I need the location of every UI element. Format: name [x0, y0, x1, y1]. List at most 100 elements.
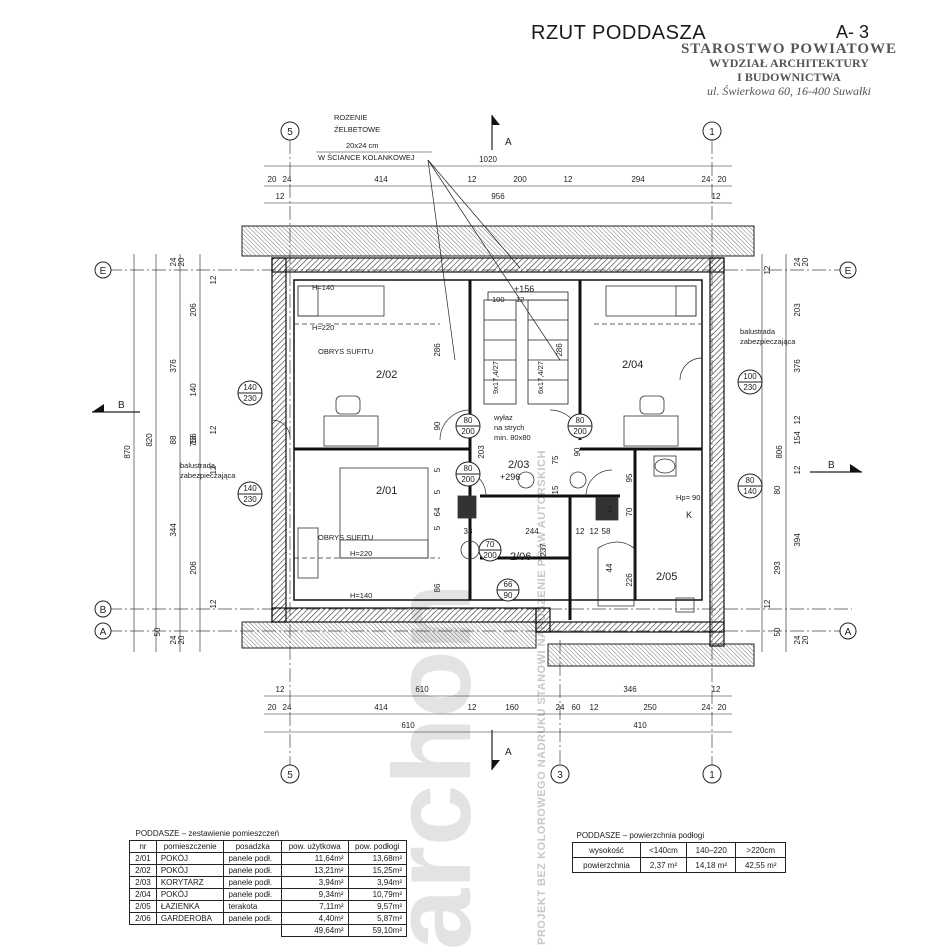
dim-right-5: 154 — [793, 431, 802, 445]
svg-text:80: 80 — [464, 464, 473, 473]
section-marker-b-left: B — [92, 400, 140, 413]
stair-cap: 100 — [492, 295, 505, 304]
sheet-number: A- 3 — [836, 22, 870, 42]
dim-inner-237: 237 — [539, 543, 548, 557]
dim-inner-12-b: 12 — [576, 527, 585, 536]
dim-left-small-3: 12 — [209, 465, 218, 474]
attic-exit-2: na strych — [494, 423, 524, 432]
room-label-2-04: 2/04 — [622, 359, 643, 371]
k-note: K — [686, 510, 692, 520]
roof-eave-top — [241, 225, 755, 257]
attic-exit-3: min. 80x80 — [494, 433, 531, 442]
roof-eave-bottom-left — [241, 621, 537, 649]
dim-bottom-11: 60 — [572, 703, 581, 712]
svg-text:B: B — [118, 400, 125, 411]
ceiling-outline-1: OBRYS SUFITU — [318, 347, 373, 356]
dim-top-4: 12 — [468, 175, 477, 184]
axis-bubble-A-left — [94, 622, 112, 640]
level-note-1: +156 — [514, 284, 534, 294]
stamp-line-3: I BUDOWNICTWA — [737, 70, 841, 84]
height-note-140: H=140 — [312, 283, 334, 292]
axis-bubble-3-bottom — [550, 764, 570, 784]
dim-inner-90-a: 90 — [433, 421, 442, 430]
svg-text:90: 90 — [504, 591, 513, 600]
axis-label-A-left: A — [100, 627, 107, 638]
dim-bottom-10: 24 — [556, 703, 565, 712]
axis-bubble-E-right — [839, 261, 857, 279]
stamp-line-2: WYDZIAŁ ARCHITEKTURY — [709, 56, 869, 70]
dim-top-9: 20 — [718, 175, 727, 184]
table-totals-row: 49,64m² 59,10m² — [130, 924, 408, 937]
dim-right-small-1: 12 — [763, 265, 772, 274]
dim-left-1: 24 — [169, 257, 178, 266]
lintel-note-1: ROZENIE — [334, 113, 367, 122]
dim-inner-5-b: 5 — [433, 489, 442, 494]
room-label-2-02: 2/02 — [376, 369, 397, 381]
room-table-header-room: pomieszczenie — [155, 840, 225, 853]
svg-text:100: 100 — [743, 372, 757, 381]
dim-bottom-1: 12 — [276, 685, 285, 694]
svg-text:200: 200 — [573, 427, 587, 436]
dim-left-third: 756 — [189, 433, 198, 447]
axis-bubble-1-top — [702, 121, 722, 141]
dim-top-2: 24 — [283, 175, 292, 184]
height-note-220: H=220 — [312, 323, 334, 332]
attic-exit-1: wyłaz — [493, 413, 513, 422]
dim-bottom-4: 12 — [712, 685, 721, 694]
dim-right-8: 293 — [773, 561, 782, 575]
dim-bottom-3: 346 — [623, 685, 637, 694]
drawing-title: RZUT PODDASZA — [531, 22, 707, 44]
dim-right-6: 80 — [773, 485, 782, 494]
dim-bottom-13: 250 — [643, 703, 657, 712]
total-area: 59,10m² — [347, 924, 408, 937]
lintel-note-2: ŻELBETOWE — [334, 125, 380, 134]
area-table-caption: PODDASZE – powierzchnia podłogi — [576, 830, 705, 840]
dim-inner-286-b: 286 — [555, 343, 564, 357]
svg-text:80: 80 — [464, 416, 473, 425]
furniture — [297, 285, 697, 613]
dim-right-outer: 806 — [775, 445, 784, 459]
watermark-vertical-text: PROJEKT BEZ KOLOROWEGO NADRUKU STANOWI N… — [536, 450, 548, 945]
axis-label-3-bottom: 3 — [557, 770, 563, 781]
dim-inner-64: 64 — [433, 507, 442, 516]
dim-bottom-12: 12 — [590, 703, 599, 712]
svg-text:80: 80 — [746, 476, 755, 485]
dim-right-3: 203 — [793, 303, 802, 317]
dimension-texts-left: 870 820 756 24 20 206 376 140 88 18 344 … — [123, 257, 218, 644]
dimension-texts-inner: 286 286 90 90 5 5 64 5 86 75 15 203 244 … — [433, 343, 634, 593]
dim-left-2: 20 — [177, 257, 186, 266]
stamp-line-1: STAROSTWO POWIATOWE — [680, 41, 898, 57]
dim-left-4: 376 — [169, 359, 178, 373]
room-label-2-03: 2/03 — [508, 459, 529, 471]
dim-inner-12: 12 — [590, 527, 599, 536]
hp-note: Hp= 90 — [676, 493, 700, 502]
dim-bottom-5: 20 — [268, 703, 277, 712]
dim-left-11: 24 — [169, 635, 178, 644]
area-table-row-height: wysokość <140cm 140–220 >220cm — [572, 842, 786, 858]
dim-right-small-4: 12 — [763, 599, 772, 608]
axis-label-1-bottom: 1 — [709, 770, 715, 781]
area-table-row-area: powierzchnia 2,37 m² 14,18 m² 42,55 m² — [572, 857, 786, 873]
dim-inner-226: 226 — [625, 573, 634, 587]
dimension-lines — [133, 165, 787, 733]
dim-left-outer: 870 — [123, 445, 132, 459]
dim-top-7: 294 — [631, 175, 645, 184]
axis-bubble-5-top — [280, 121, 300, 141]
wall-inner-lines — [293, 279, 703, 601]
svg-text:230: 230 — [743, 383, 757, 392]
dimension-texts: 1020 20 24 414 12 200 12 294 24 20 12 95… — [268, 155, 727, 730]
dim-left-10: 50 — [153, 627, 162, 636]
height-note-220-b: H=220 — [350, 549, 372, 558]
axis-bubble-1-bottom — [702, 764, 722, 784]
height-note-140-b: H=140 — [350, 591, 372, 600]
dim-top-1: 20 — [268, 175, 277, 184]
axis-label-A-right: A — [845, 627, 852, 638]
